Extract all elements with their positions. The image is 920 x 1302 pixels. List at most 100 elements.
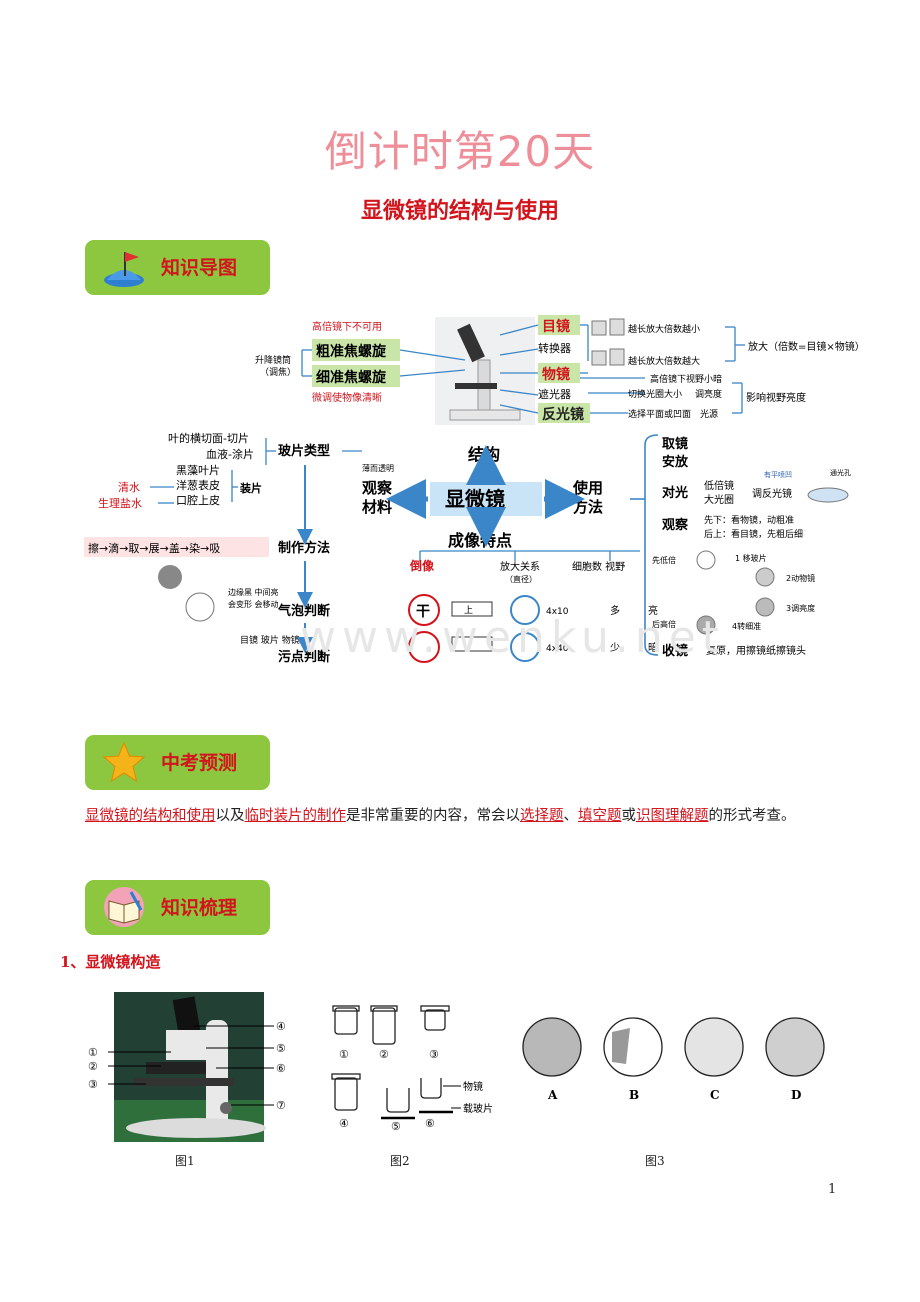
- label-mirror: 反光镜: [542, 406, 584, 423]
- view-c: [684, 1017, 744, 1077]
- bubble-sample-icon: [185, 592, 215, 622]
- node-imaging: 成像特点: [448, 531, 512, 550]
- note-aperture: 切换光圈大小: [628, 388, 682, 400]
- note-high-after: 后高倍: [652, 619, 676, 629]
- figure1-caption: 图1: [175, 1154, 195, 1168]
- slide-item-4: 洋葱表皮: [176, 478, 220, 492]
- badge-review: 知识梳理: [85, 880, 270, 935]
- label-mag-rel: 放大关系: [500, 560, 540, 573]
- fig3-label-d: D: [791, 1088, 801, 1102]
- label-inverted: 倒像: [409, 558, 435, 573]
- text-span: 以及: [215, 808, 245, 824]
- mindmap-diagram: 目镜 转换器 物镜 遮光器 反光镜 越长放大倍数越小 越长放大倍数越大 放大（倍…: [84, 315, 860, 665]
- cell-sample-icon: [158, 565, 182, 589]
- badge-label: 知识梳理: [161, 897, 238, 919]
- fig1-label-1: ①: [88, 1046, 98, 1059]
- text-span: 、: [563, 808, 579, 824]
- note-concave: 有平喷凹: [764, 470, 792, 479]
- watermark: www.wenku.net: [300, 612, 726, 663]
- badge-label: 知识导图: [161, 257, 238, 279]
- fig2-label-3: ③: [429, 1048, 439, 1061]
- note-reset: 复原，用擦镜纸擦镜头: [706, 644, 806, 657]
- note-low-lens: 低倍镜: [704, 479, 734, 492]
- label-magnify: 放大（倍数=目镜×物镜）: [748, 340, 860, 353]
- badge-forecast: 中考预测: [85, 735, 270, 790]
- note-obs-2: 后上：看目镜，先粗后细: [704, 528, 803, 540]
- highlight-choice: 选择题: [520, 808, 564, 824]
- note-hole: 通光孔: [830, 468, 851, 477]
- figure3-caption: 图3: [645, 1154, 665, 1168]
- label-bright: 亮: [648, 604, 658, 617]
- badge-mindmap: 知识导图: [85, 240, 270, 295]
- badge-label: 中考预测: [161, 752, 238, 774]
- page-number: 1: [828, 1182, 837, 1197]
- fig2-objective-label: 物镜: [463, 1080, 483, 1093]
- slide-item-5: 口腔上皮: [176, 493, 220, 507]
- mag-1: 4x10: [546, 607, 569, 617]
- note-move-slide: 1 移玻片: [735, 553, 767, 563]
- countdown-title: 倒计时第20天: [324, 127, 596, 176]
- figure2-caption: 图2: [390, 1154, 410, 1168]
- label-make-method: 制作方法: [278, 540, 330, 556]
- note-bubble-2: 会变形 会移动: [228, 599, 279, 609]
- label-coarse: 粗准焦螺旋: [316, 343, 387, 360]
- note-adj-bright: 3调亮度: [786, 603, 815, 613]
- note-turn-obj: 2动物镜: [786, 573, 815, 583]
- book-icon: [104, 887, 144, 927]
- fig2-slide-label: 载玻片: [463, 1102, 493, 1115]
- note-mirror-sel: 选择平面或凹面: [628, 408, 691, 420]
- highlight-slide-making: 临时装片的制作: [244, 808, 347, 824]
- note-fine: 微调使物像清晰: [312, 391, 382, 404]
- note-large-ap: 大光圈: [704, 493, 734, 506]
- inverted-char: 干: [416, 604, 430, 620]
- star-icon: [102, 741, 146, 783]
- step-take-2: 安放: [662, 454, 689, 470]
- text-span: 的形式考查。: [708, 808, 796, 824]
- note-bubble: 边缘黑 中间亮: [228, 587, 279, 597]
- node-usage-1: 使用: [572, 479, 603, 497]
- highlight-structure-use: 显微镜的结构和使用: [85, 808, 216, 824]
- label-few: 少: [610, 642, 620, 654]
- label-many: 多: [610, 604, 620, 617]
- text-span: 或: [621, 808, 637, 824]
- fig2-label-4: ④: [339, 1117, 349, 1130]
- label-fine: 细准焦螺旋: [316, 369, 387, 386]
- fig3-label-c: C: [710, 1088, 720, 1102]
- fig2-label-1: ①: [339, 1048, 349, 1061]
- figure3-views: A B C D: [522, 1017, 825, 1102]
- note-eyepiece: 越长放大倍数越小: [628, 323, 700, 335]
- highlight-diagram: 识图理解题: [636, 808, 709, 824]
- note-view-bright: 影响视野亮度: [746, 391, 806, 404]
- note-turn-fine: 4转细准: [732, 621, 761, 631]
- node-structure: 结构: [467, 445, 500, 464]
- forecast-paragraph: 显微镜的结构和使用以及临时装片的制作是非常重要的内容，常会以选择题、填空题或识图…: [85, 798, 845, 834]
- fig2-label-5: ⑤: [391, 1120, 401, 1133]
- fig1-label-4: ④: [276, 1020, 286, 1033]
- fig1-label-3: ③: [88, 1078, 98, 1091]
- view-d: [765, 1017, 825, 1077]
- fig1-label-7: ⑦: [276, 1099, 286, 1112]
- mag-2: 4x40: [546, 644, 569, 654]
- slide-item-1: 叶的横切面-切片: [168, 431, 249, 445]
- label-water: 清水: [118, 481, 140, 494]
- label-slide-type: 玻片类型: [278, 443, 330, 459]
- note-high-lens: 高倍镜下不可用: [312, 320, 382, 333]
- slide-item-3: 黑藻叶片: [176, 464, 220, 477]
- node-material-2: 材料: [362, 498, 392, 516]
- fig2-label-2: ②: [379, 1048, 389, 1061]
- label-up: 上: [464, 605, 473, 616]
- figure2-lenses: ① ② ③ ④ ⑤ ⑥ 物镜 载玻片: [331, 1005, 493, 1133]
- label-cell-view: 细胞数 视野: [572, 560, 625, 573]
- note-objective: 越长放大倍数越大: [628, 355, 700, 367]
- label-diaphragm: 遮光器: [538, 387, 571, 401]
- label-objective: 物镜: [542, 366, 570, 383]
- view-a: [522, 1017, 582, 1077]
- label-saline: 生理盐水: [98, 496, 142, 510]
- text-span: 是非常重要的内容，常会以: [346, 808, 520, 824]
- label-dirt: 污点判断: [278, 649, 330, 665]
- section-heading: 1、显微镜构造: [60, 953, 161, 971]
- note-adj-mirror: 调反光镜: [752, 487, 792, 500]
- figure1-microscope: ① ② ③ ④ ⑤ ⑥ ⑦: [88, 992, 286, 1142]
- label-dark: 暗: [648, 641, 658, 654]
- note-low-first: 先低倍: [652, 555, 676, 565]
